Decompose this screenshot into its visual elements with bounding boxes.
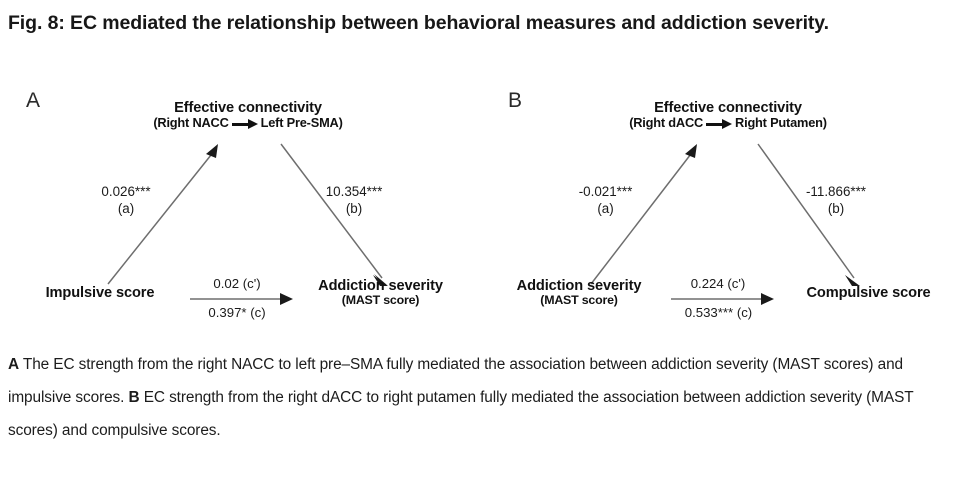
path-b-arrowhead <box>374 274 387 285</box>
panel-a-predictor-node: Impulsive score <box>10 285 190 301</box>
panel-b-predictor-node: Addiction severity (MAST score) <box>486 278 672 308</box>
path-a-line <box>590 149 695 285</box>
panel-b-coef-c-prime: 0.224 (c') <box>690 276 746 291</box>
path-b-line <box>280 143 383 279</box>
caption-panel-a-text: The EC strength from the right NACC to l… <box>8 356 903 406</box>
predictor-sublabel: (MAST score) <box>540 293 618 308</box>
coef-a-tag: (a) <box>117 201 135 217</box>
panel-a-path-lines <box>107 143 388 305</box>
panel-a-coef-a: 0.026*** (a) <box>71 183 181 217</box>
coef-b-value: -11.866*** <box>805 184 867 199</box>
figure-panels: A Effective connectivity (Right NACC Left… <box>0 88 972 340</box>
mediator-source: (Right dACC <box>629 115 704 131</box>
caption-panel-b-label: B <box>128 389 140 406</box>
mediator-target: Left Pre-SMA) <box>260 115 343 131</box>
outcome-label: Addiction severity <box>318 278 443 294</box>
panel-b-mediator-node: Effective connectivity (Right dACC Right … <box>598 100 858 131</box>
outcome-sublabel: (MAST score) <box>341 293 420 308</box>
panel-b: B Effective connectivity (Right dACC Righ… <box>486 88 972 340</box>
panel-b-path-lines <box>590 143 860 305</box>
path-c-arrowhead <box>280 293 293 305</box>
coef-a-tag: (a) <box>597 201 614 217</box>
panel-b-coef-a: -0.021*** (a) <box>548 183 663 217</box>
path-b-arrowhead-fill <box>373 275 388 286</box>
panel-a-letter: A <box>26 89 41 112</box>
mediator-subtitle: (Right dACC Right Putamen) <box>598 116 858 130</box>
panel-b-letter: B <box>508 89 523 112</box>
coef-a-value: 0.026*** <box>101 184 151 199</box>
caption-panel-b-text: EC strength from the right dACC to right… <box>8 389 914 439</box>
figure-caption: A The EC strength from the right NACC to… <box>8 348 960 447</box>
panel-b-outcome-node: Compulsive score <box>771 285 966 301</box>
mediator-subtitle: (Right NACC Left Pre-SMA) <box>123 116 373 130</box>
coef-b-tag: (b) <box>345 201 363 217</box>
caption-panel-a-label: A <box>8 356 20 373</box>
outcome-label: Compulsive score <box>806 285 931 301</box>
path-a-arrowhead <box>206 144 218 158</box>
path-b-arrowhead <box>845 275 860 286</box>
right-arrow-icon <box>706 119 733 130</box>
path-a-line <box>107 149 216 285</box>
path-c-arrowhead <box>761 293 774 305</box>
panel-a-coef-c: 0.397* (c) <box>208 305 266 320</box>
predictor-label: Addiction severity <box>516 278 642 294</box>
right-arrow-icon <box>231 119 258 130</box>
coef-b-tag: (b) <box>827 201 845 217</box>
mediator-target: Right Putamen) <box>735 115 827 131</box>
panel-a-coef-c-prime: 0.02 (c') <box>213 276 261 291</box>
figure-title: Fig. 8: EC mediated the relationship bet… <box>8 12 829 34</box>
predictor-label: Impulsive score <box>45 285 155 301</box>
coef-a-value: -0.021*** <box>578 184 633 199</box>
panel-b-coef-c: 0.533*** (c) <box>684 305 753 320</box>
path-b-line <box>757 143 855 279</box>
mediator-source: (Right NACC <box>153 115 229 131</box>
panel-a-mediator-node: Effective connectivity (Right NACC Left P… <box>123 100 373 131</box>
panel-a: A Effective connectivity (Right NACC Left… <box>0 88 486 340</box>
panel-a-outcome-node: Addiction severity (MAST score) <box>288 278 473 308</box>
mediator-title: Effective connectivity <box>654 100 802 116</box>
coef-b-value: 10.354*** <box>325 184 383 199</box>
mediator-title: Effective connectivity <box>174 100 322 116</box>
panel-a-coef-b: 10.354*** (b) <box>294 183 414 217</box>
path-a-arrowhead <box>685 144 697 158</box>
panel-b-coef-b: -11.866*** (b) <box>771 183 901 217</box>
